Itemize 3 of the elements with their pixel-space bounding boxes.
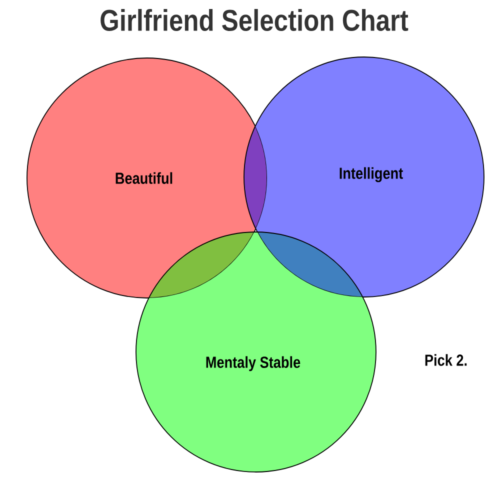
node-label: Beautiful xyxy=(116,172,172,184)
chart-title: Girlfriend Selection Chart xyxy=(100,8,408,32)
note-text: Pick 2. xyxy=(425,354,467,366)
